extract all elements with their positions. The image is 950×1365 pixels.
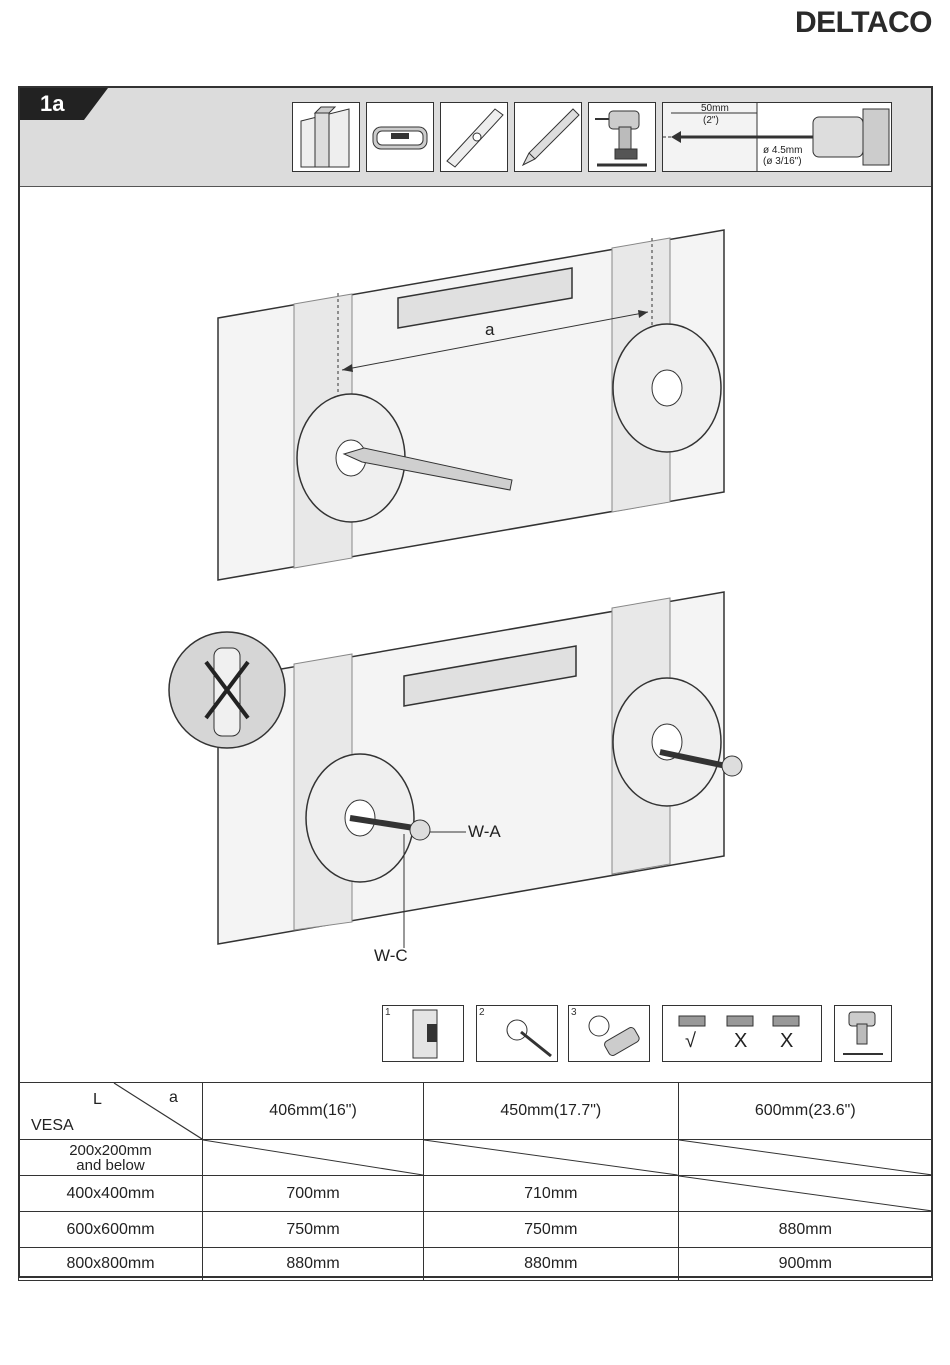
table-cell: 880mm (424, 1248, 678, 1281)
row-header: 600x600mm (19, 1212, 203, 1248)
column-header: 450mm(17.7") (424, 1083, 678, 1140)
level-bad-mark-1: X (734, 1030, 747, 1053)
corner-a-label: a (169, 1089, 178, 1107)
table-cell: 710mm (424, 1176, 678, 1212)
row-header: 800x800mm (19, 1248, 203, 1281)
level-bad-mark-2: X (780, 1030, 793, 1053)
mini-step-2: 2 (476, 1005, 558, 1062)
corner-vesa-label: VESA (31, 1117, 74, 1135)
na-cell (203, 1140, 424, 1176)
column-header: 600mm(23.6") (678, 1083, 932, 1140)
table-corner-cell: L a VESA (19, 1083, 203, 1140)
table-cell: 750mm (424, 1212, 678, 1248)
corner-L-label: L (93, 1091, 102, 1109)
table-cell: 880mm (203, 1248, 424, 1281)
na-cell (424, 1140, 678, 1176)
brand-logo: DELTACO (795, 6, 932, 40)
level-check-panel: √ X X (662, 1005, 822, 1062)
mini-step-3: 3 (568, 1005, 650, 1062)
level-ok-mark: √ (685, 1030, 696, 1053)
drill-mini-icon (834, 1005, 892, 1062)
na-cell (678, 1176, 932, 1212)
table-cell: 750mm (203, 1212, 424, 1248)
table-header-row: L a VESA 406mm(16") 450mm(17.7") 600mm(2… (19, 1083, 933, 1140)
table-row: 600x600mm 750mm 750mm 880mm (19, 1212, 933, 1248)
mini-step-1: 1 (382, 1005, 464, 1062)
table-row: 400x400mm 700mm 710mm (19, 1176, 933, 1212)
screwing-illustration (20, 88, 931, 988)
row-header: 400x400mm (19, 1176, 203, 1212)
table-cell: 880mm (678, 1212, 932, 1248)
washer-label: W-C (374, 946, 408, 966)
screw-label: W-A (468, 822, 501, 842)
instruction-panel: 1a (18, 86, 933, 1278)
table-row: 800x800mm 880mm 880mm 900mm (19, 1248, 933, 1281)
na-cell (678, 1140, 932, 1176)
table-cell: 700mm (203, 1176, 424, 1212)
column-header: 406mm(16") (203, 1083, 424, 1140)
vesa-distance-table: L a VESA 406mm(16") 450mm(17.7") 600mm(2… (18, 1082, 933, 1281)
table-cell: 900mm (678, 1248, 932, 1281)
